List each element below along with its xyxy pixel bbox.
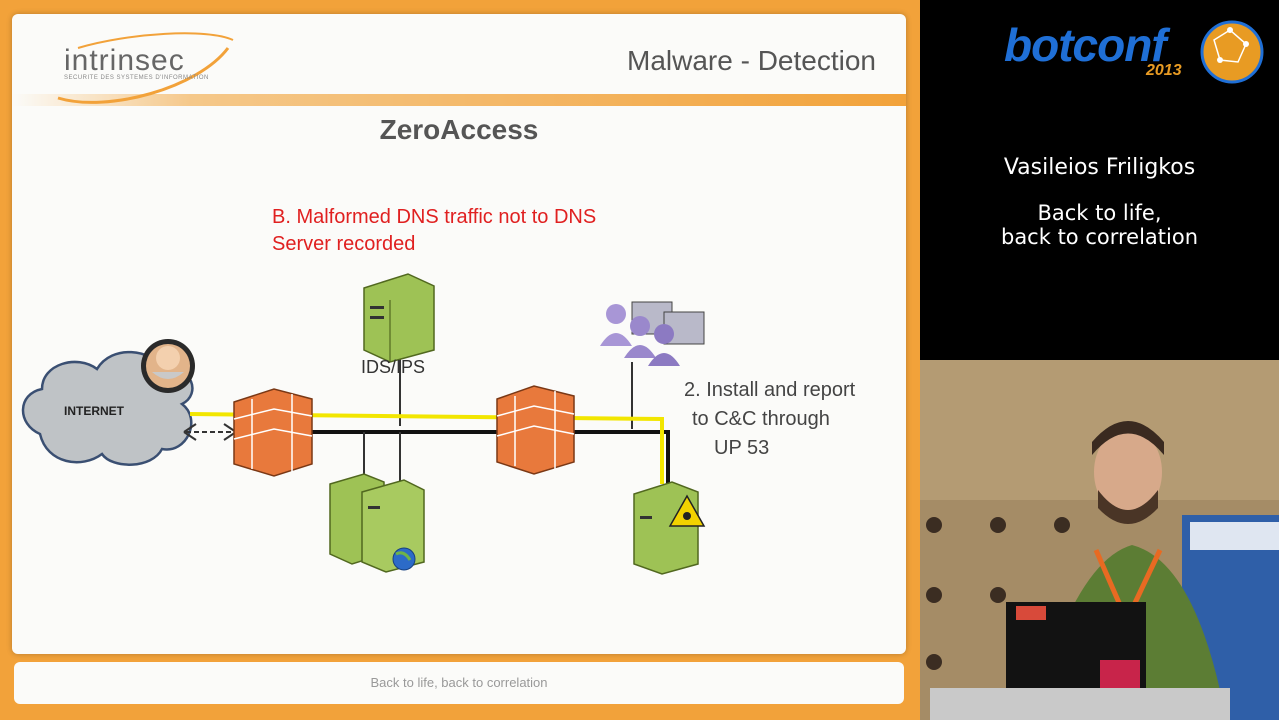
network-drop-line bbox=[363, 359, 633, 484]
note-line: UP 53 bbox=[714, 437, 770, 459]
talk-title: Back to life, back to correlation bbox=[920, 201, 1279, 249]
speaker-video-illustration bbox=[920, 360, 1279, 720]
malicious-traffic-path bbox=[189, 412, 664, 484]
speaker-camera-feed bbox=[920, 360, 1279, 720]
install-report-note: 2. Install and report to C&C through UP … bbox=[684, 376, 855, 463]
slide-header-title: Malware - Detection bbox=[627, 45, 876, 76]
talk-title-line: Back to life, bbox=[1037, 201, 1162, 225]
bidirectional-arrow-icon bbox=[183, 423, 237, 441]
ids-ips-label: IDS/IPS bbox=[361, 357, 426, 377]
firewall-icon bbox=[233, 388, 313, 477]
logo-wordmark: intrinsec bbox=[64, 44, 185, 77]
malformed-dns-note: B. Malformed DNS traffic not to DNS Serv… bbox=[272, 204, 596, 258]
botconf-logo: botconf 2013 bbox=[960, 10, 1270, 90]
note-line: Server recorded bbox=[272, 233, 416, 255]
ids-ips-server-icon bbox=[363, 273, 435, 363]
footer-text: Back to life, back to correlation bbox=[370, 675, 548, 690]
note-line: 2. Install and report bbox=[684, 379, 856, 401]
presentation-slide: intrinsec SECURITE DES SYSTEMES D'INFORM… bbox=[12, 14, 906, 654]
note-line: B. Malformed DNS traffic not to DNS bbox=[272, 206, 597, 228]
attacker-avatar-icon bbox=[141, 339, 195, 393]
slide-footer: Back to life, back to correlation bbox=[14, 662, 904, 704]
brand-name: botconf bbox=[1004, 19, 1167, 71]
infected-server-icon bbox=[633, 481, 706, 575]
users-group-icon bbox=[600, 301, 705, 366]
botconf-globe-icon bbox=[1200, 20, 1264, 84]
header-divider bbox=[12, 94, 906, 106]
intrinsec-logo-swoosh-icon bbox=[57, 32, 234, 104]
talk-title-line: back to correlation bbox=[1000, 225, 1199, 249]
logo-tagline: SECURITE DES SYSTEMES D'INFORMATION bbox=[64, 75, 209, 81]
network-backbone-line bbox=[302, 430, 670, 484]
brand-year: 2013 bbox=[1146, 62, 1182, 79]
note-line: to C&C through bbox=[692, 408, 830, 430]
slide-title: ZeroAccess bbox=[379, 114, 539, 145]
speaker-name: Vasileios Friligkos bbox=[1003, 155, 1196, 180]
internet-label: INTERNET bbox=[64, 404, 124, 418]
dns-server-icon bbox=[329, 473, 425, 573]
conference-info-panel: botconf 2013 Vasileios Friligkos Back to… bbox=[920, 0, 1279, 360]
network-diagram bbox=[21, 273, 706, 575]
firewall-icon bbox=[496, 385, 575, 475]
